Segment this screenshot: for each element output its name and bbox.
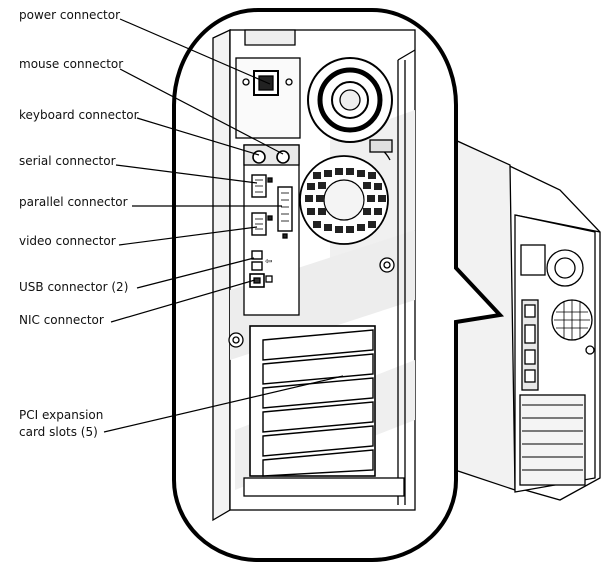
leader-mouse [119, 68, 284, 155]
usb-port-2 [251, 261, 263, 271]
label-power-connector: power connector [19, 8, 121, 22]
leader-keyboard [136, 117, 260, 156]
label-pci-line2: card slots (5) [19, 425, 98, 439]
leader-lines [103, 18, 344, 433]
fan-grill [299, 155, 389, 245]
label-video-connector: video connector [19, 234, 116, 248]
parallel-port [277, 186, 293, 232]
label-mouse-connector: mouse connector [19, 57, 124, 71]
pci-slot-covers [262, 329, 374, 477]
label-usb-connector: USB connector (2) [19, 280, 129, 294]
mini-power-connector [520, 244, 546, 276]
leader-nic [110, 279, 256, 323]
leader-power [119, 18, 271, 85]
label-nic-connector: NIC connector [19, 313, 104, 327]
mouse-port [276, 150, 290, 164]
label-parallel-connector: parallel connector [19, 195, 128, 209]
mini-io-panel [521, 299, 539, 391]
enlarged-back-panel: ⇦ [212, 28, 416, 522]
label-keyboard-connector: keyboard connector [19, 108, 139, 122]
keyboard-port [252, 150, 266, 164]
leader-pci [103, 375, 344, 433]
leader-video [118, 226, 258, 246]
svg-text:⇦: ⇦ [265, 257, 273, 267]
usb-port-1 [251, 250, 263, 260]
mini-pci-slots [519, 394, 586, 486]
leader-usb [136, 257, 255, 289]
label-pci-line1: PCI expansion [19, 408, 104, 422]
label-serial-connector: serial connector [19, 154, 116, 168]
leader-serial [115, 164, 258, 184]
